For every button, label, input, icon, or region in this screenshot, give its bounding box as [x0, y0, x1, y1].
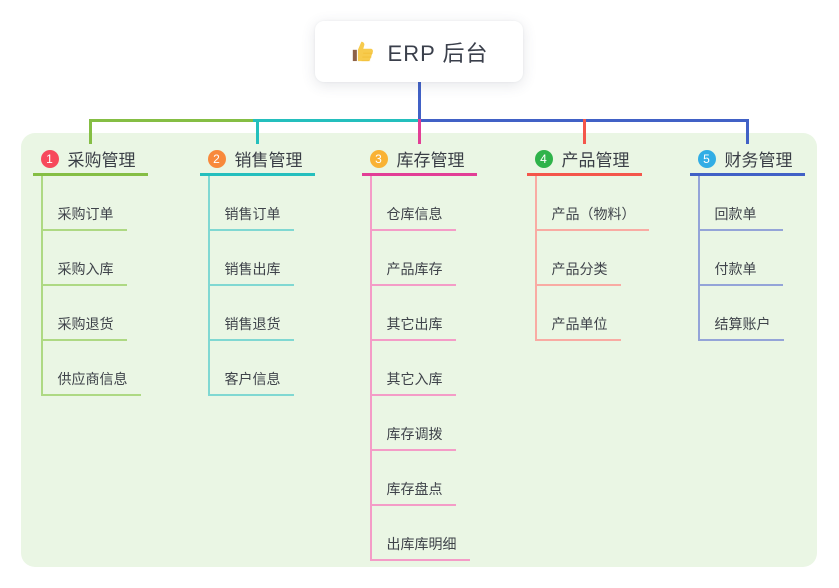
- child-node-label: 供应商信息: [57, 371, 128, 387]
- child-node-label: 产品单位: [551, 316, 608, 332]
- branch-underline: [199, 173, 315, 176]
- branch-underline: [361, 173, 477, 176]
- child-node-label: 采购退货: [57, 316, 114, 332]
- child-node[interactable]: 采购退货: [40, 313, 127, 341]
- root-node[interactable]: ERP 后台: [315, 21, 523, 82]
- branch-number-badge: 5: [697, 149, 716, 168]
- child-node-label: 采购入库: [57, 261, 114, 277]
- child-node[interactable]: 销售出库: [207, 258, 294, 286]
- root-title: ERP 后台: [387, 40, 489, 66]
- child-node[interactable]: 回款单: [697, 203, 783, 231]
- child-node-label: 付款单: [714, 261, 757, 277]
- branch-number-badge: 4: [534, 149, 553, 168]
- branch-drop-line: [255, 119, 259, 144]
- branch-drop-line: [88, 119, 92, 144]
- branch-node-3[interactable]: 3 库存管理: [369, 148, 465, 170]
- child-node[interactable]: 仓库信息: [369, 203, 456, 231]
- branch-number-badge: 3: [369, 149, 388, 168]
- children-spine-line: [697, 176, 700, 341]
- child-node[interactable]: 付款单: [697, 258, 783, 286]
- child-node-label: 产品（物料）: [551, 206, 636, 222]
- child-node[interactable]: 产品（物料）: [534, 203, 649, 231]
- child-node-label: 客户信息: [224, 371, 281, 387]
- child-node-label: 采购订单: [57, 206, 114, 222]
- trunk-segment-line: [253, 119, 421, 122]
- child-node[interactable]: 其它入库: [369, 368, 456, 396]
- child-node-label: 其它入库: [386, 371, 443, 387]
- child-node[interactable]: 产品分类: [534, 258, 621, 286]
- root-connector-line: [417, 82, 421, 122]
- child-node-label: 库存盘点: [386, 481, 443, 497]
- branch-title-label: 库存管理: [396, 151, 465, 170]
- child-node-label: 销售订单: [224, 206, 281, 222]
- branch-node-4[interactable]: 4 产品管理: [534, 148, 630, 170]
- child-node[interactable]: 出库库明细: [369, 533, 470, 561]
- child-node[interactable]: 供应商信息: [40, 368, 141, 396]
- child-node[interactable]: 采购订单: [40, 203, 127, 231]
- child-node-label: 销售出库: [224, 261, 281, 277]
- branch-underline: [689, 173, 805, 176]
- children-spine-line: [207, 176, 210, 396]
- child-node-label: 产品库存: [386, 261, 443, 277]
- child-node[interactable]: 客户信息: [207, 368, 294, 396]
- child-node-label: 其它出库: [386, 316, 443, 332]
- branches-panel: [21, 133, 817, 567]
- branch-drop-line: [582, 119, 586, 144]
- children-spine-line: [369, 176, 372, 561]
- branch-number-badge: 2: [207, 149, 226, 168]
- child-node[interactable]: 库存调拨: [369, 423, 456, 451]
- branch-title-label: 销售管理: [234, 151, 303, 170]
- child-node-label: 产品分类: [551, 261, 608, 277]
- branch-number-badge: 1: [40, 149, 59, 168]
- branch-drop-line: [745, 119, 749, 144]
- branch-title-label: 采购管理: [67, 151, 136, 170]
- child-node-label: 库存调拨: [386, 426, 443, 442]
- branch-node-1[interactable]: 1 采购管理: [40, 148, 136, 170]
- child-node[interactable]: 库存盘点: [369, 478, 456, 506]
- child-node-label: 结算账户: [714, 316, 771, 332]
- child-node[interactable]: 销售退货: [207, 313, 294, 341]
- child-node[interactable]: 采购入库: [40, 258, 127, 286]
- branch-underline: [526, 173, 642, 176]
- child-node[interactable]: 产品单位: [534, 313, 621, 341]
- branch-underline: [32, 173, 148, 176]
- child-node-label: 回款单: [714, 206, 757, 222]
- children-spine-line: [534, 176, 537, 341]
- branch-title-label: 财务管理: [724, 151, 793, 170]
- child-node[interactable]: 其它出库: [369, 313, 456, 341]
- children-spine-line: [40, 176, 43, 396]
- child-node[interactable]: 销售订单: [207, 203, 294, 231]
- child-node-label: 仓库信息: [386, 206, 443, 222]
- child-node[interactable]: 产品库存: [369, 258, 456, 286]
- branch-title-label: 产品管理: [561, 151, 630, 170]
- branch-node-2[interactable]: 2 销售管理: [207, 148, 303, 170]
- child-node-label: 出库库明细: [386, 536, 457, 552]
- trunk-segment-line: [88, 119, 253, 122]
- thumbs-up-icon: [350, 38, 377, 65]
- child-node-label: 销售退货: [224, 316, 281, 332]
- child-node[interactable]: 结算账户: [697, 313, 784, 341]
- branch-node-5[interactable]: 5 财务管理: [697, 148, 793, 170]
- branch-drop-line: [417, 119, 421, 144]
